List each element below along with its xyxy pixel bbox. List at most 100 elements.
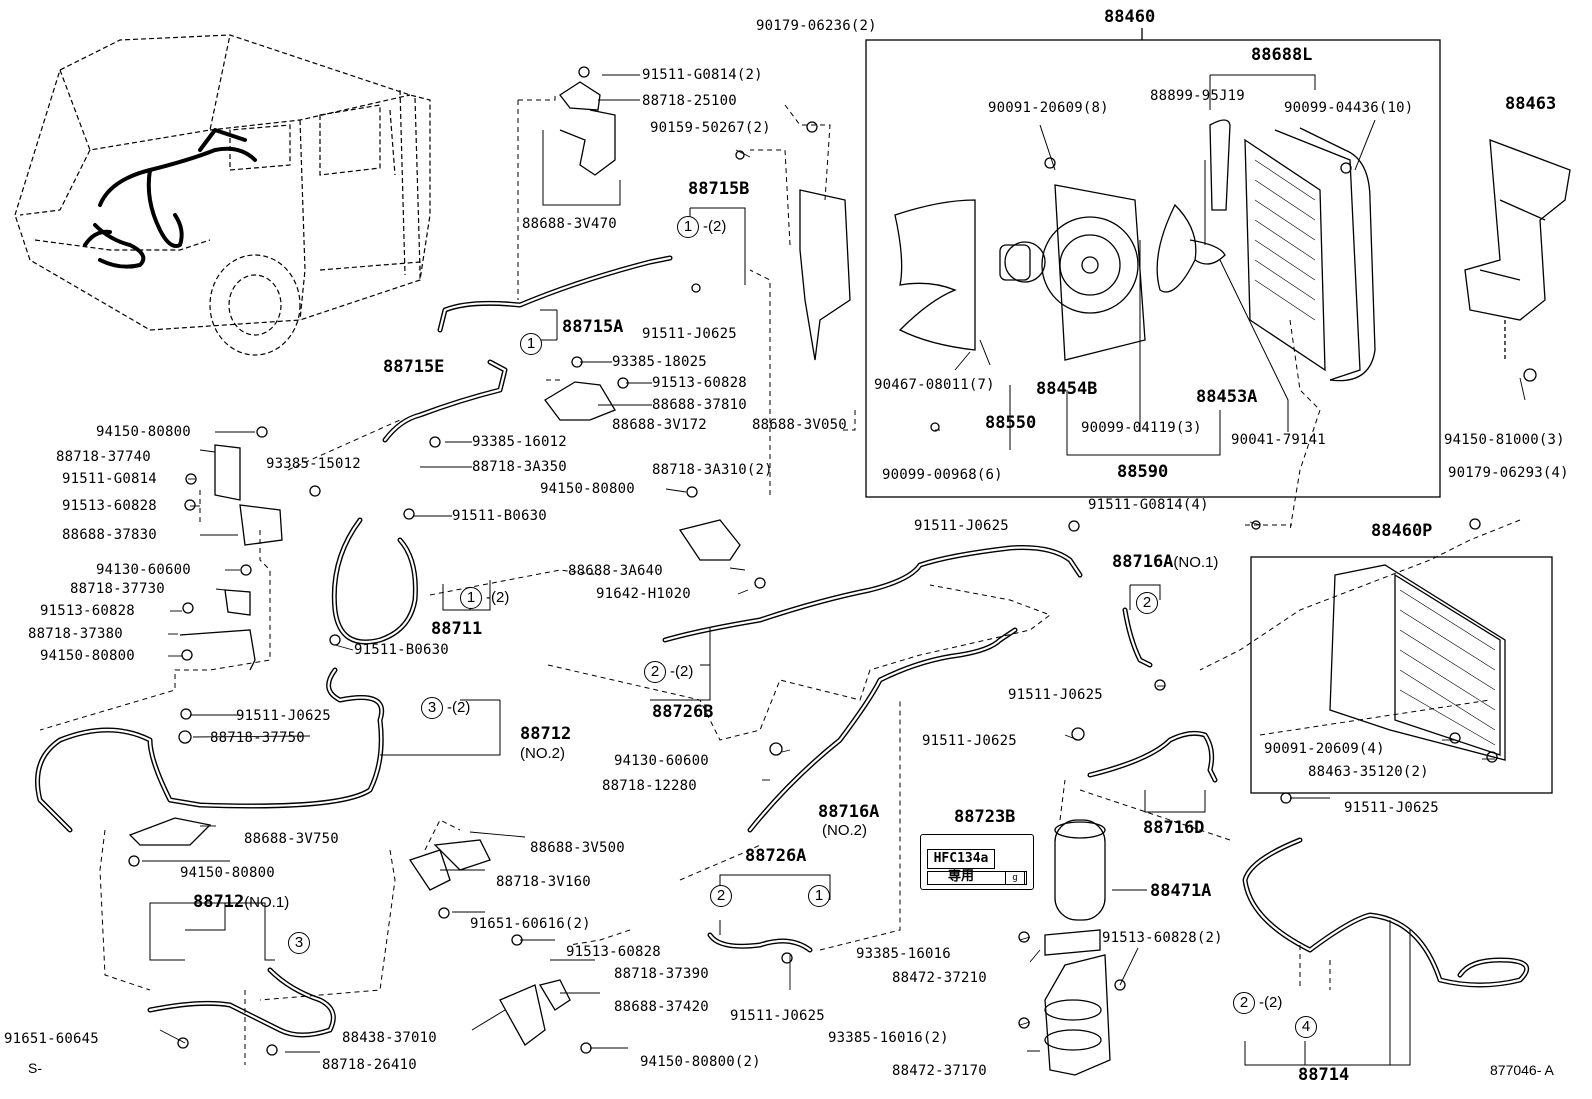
label-88471A: 88471A bbox=[1150, 881, 1212, 901]
label-90091-20609-4: 90091-20609(4) bbox=[1264, 741, 1385, 757]
label-88718-37390: 88718-37390 bbox=[614, 966, 709, 982]
pipes bbox=[35, 255, 1530, 1038]
label-91511-G0814-2: 91511-G0814(2) bbox=[642, 67, 763, 83]
label-88718-3V160: 88718-3V160 bbox=[496, 874, 591, 890]
label-88453A: 88453A bbox=[1196, 387, 1258, 407]
label-91651-60645: 91651-60645 bbox=[4, 1031, 99, 1047]
label-88716A-no2-note: (NO.2) bbox=[822, 822, 867, 839]
refrigerant-charge-row bbox=[927, 871, 1027, 885]
label-90179-06236: 90179-06236(2) bbox=[756, 18, 877, 34]
label-88472-37210: 88472-37210 bbox=[892, 970, 987, 986]
label-88463-35120: 88463-35120(2) bbox=[1308, 764, 1429, 780]
label-90099-04119: 90099-04119(3) bbox=[1081, 420, 1202, 436]
label-88712-no1-note: (NO.1) bbox=[244, 894, 290, 911]
label-88718-37730: 88718-37730 bbox=[70, 581, 165, 597]
label-88716A-no1-number: 88716A bbox=[1112, 552, 1174, 572]
label-91642-H1020: 91642-H1020 bbox=[596, 586, 691, 602]
label-91513-60828-2: 91513-60828(2) bbox=[1102, 930, 1223, 946]
dashed-leaders bbox=[39, 95, 1521, 1065]
label-94150-80800-2: 94150-80800(2) bbox=[640, 1054, 761, 1070]
label-88716A-no2: 88716A bbox=[818, 802, 880, 822]
label-88716D: 88716D bbox=[1143, 818, 1205, 838]
label-88688-3V750: 88688-3V750 bbox=[244, 831, 339, 847]
label-leaders bbox=[142, 74, 1526, 1053]
label-88712-no1-number: 88712 bbox=[193, 892, 245, 912]
label-88715B: 88715B bbox=[688, 179, 750, 199]
label-90159-50267: 90159-50267(2) bbox=[650, 120, 771, 136]
marker-qty-88715B: -(2) bbox=[703, 218, 727, 235]
label-93385-15012: 93385-15012 bbox=[266, 456, 361, 472]
label-90041-79141: 90041-79141 bbox=[1231, 432, 1326, 448]
marker-qty-88712-no2: -(2) bbox=[447, 699, 471, 716]
marker-1-88715A: 1 bbox=[520, 333, 542, 355]
label-93385-18025: 93385-18025 bbox=[612, 354, 707, 370]
label-88718-25100: 88718-25100 bbox=[642, 93, 737, 109]
label-88688-37830: 88688-37830 bbox=[62, 527, 157, 543]
label-91651-60616: 91651-60616(2) bbox=[470, 916, 591, 932]
refrigerant-type-text: HFC134a 専用 bbox=[927, 849, 995, 884]
label-94150-81000: 94150-81000(3) bbox=[1444, 432, 1565, 448]
label-88899-95J19: 88899-95J19 bbox=[1150, 88, 1245, 104]
label-91511-G0814: 91511-G0814 bbox=[62, 471, 157, 487]
label-88715A: 88715A bbox=[562, 317, 624, 337]
marker-qty-88714-value: (2) bbox=[1264, 994, 1283, 1011]
marker-qty-88715B-value: (2) bbox=[708, 218, 727, 235]
condenser-88460P bbox=[1250, 556, 1553, 794]
marker-qty-88714: -(2) bbox=[1259, 994, 1283, 1011]
label-90091-20609-8: 90091-20609(8) bbox=[988, 100, 1109, 116]
label-88716A-no1-note: (NO.1) bbox=[1173, 554, 1219, 571]
small-parts bbox=[128, 66, 1537, 1076]
label-88438-37010: 88438-37010 bbox=[342, 1030, 437, 1046]
marker-3-88712-no2: 3 bbox=[421, 697, 443, 719]
marker-4-88714: 4 bbox=[1295, 1016, 1317, 1038]
label-93385-16012: 93385-16012 bbox=[472, 434, 567, 450]
label-90179-06293: 90179-06293(4) bbox=[1448, 465, 1569, 481]
label-88472-37170: 88472-37170 bbox=[892, 1063, 987, 1079]
label-88688-3V172: 88688-3V172 bbox=[612, 417, 707, 433]
label-88454B: 88454B bbox=[1036, 379, 1098, 399]
pipes-inner bbox=[36, 256, 1528, 1037]
label-91511-B0630-b: 91511-B0630 bbox=[354, 642, 449, 658]
marker-2-88726A: 2 bbox=[710, 885, 732, 907]
marker-1-88711: 1 bbox=[460, 587, 482, 609]
marker-qty-88726B: -(2) bbox=[670, 663, 694, 680]
label-88463: 88463 bbox=[1505, 94, 1557, 114]
label-94150-80800-d: 94150-80800 bbox=[180, 865, 275, 881]
label-88688-3V470: 88688-3V470 bbox=[522, 216, 617, 232]
truck-harness bbox=[83, 128, 257, 269]
label-88460: 88460 bbox=[1104, 7, 1156, 27]
label-90099-00968: 90099-00968(6) bbox=[882, 467, 1003, 483]
label-91513-60828-c: 91513-60828 bbox=[40, 603, 135, 619]
label-88688-3A640: 88688-3A640 bbox=[568, 563, 663, 579]
label-88688-3V500: 88688-3V500 bbox=[530, 840, 625, 856]
marker-qty-88726B-value: (2) bbox=[675, 663, 694, 680]
label-88718-37750: 88718-37750 bbox=[210, 730, 305, 746]
marker-qty-88712-no2-value: (2) bbox=[452, 699, 471, 716]
frame-leaders bbox=[979, 74, 1376, 456]
label-91511-J0625-d: 91511-J0625 bbox=[236, 708, 331, 724]
label-88718-37380: 88718-37380 bbox=[28, 626, 123, 642]
marker-qty-88711: -(2) bbox=[486, 589, 510, 606]
label-88688L: 88688L bbox=[1251, 45, 1313, 65]
label-91511-J0625-e: 91511-J0625 bbox=[922, 733, 1017, 749]
label-94130-60600-b: 94130-60600 bbox=[614, 753, 709, 769]
marker-qty-88711-value: (2) bbox=[491, 589, 510, 606]
marker-2-88714: 2 bbox=[1233, 992, 1255, 1014]
label-88718-3A350: 88718-3A350 bbox=[472, 459, 567, 475]
label-88712-no2: 88712 bbox=[520, 724, 572, 744]
label-91511-J0625-b: 91511-J0625 bbox=[914, 518, 1009, 534]
label-88590: 88590 bbox=[1117, 462, 1169, 482]
label-88726A: 88726A bbox=[745, 846, 807, 866]
label-91511-G0814-4: 91511-G0814(4) bbox=[1088, 497, 1209, 513]
label-88718-26410: 88718-26410 bbox=[322, 1057, 417, 1073]
label-94150-80800-a: 94150-80800 bbox=[96, 424, 191, 440]
label-91511-B0630-a: 91511-B0630 bbox=[452, 508, 547, 524]
label-88714: 88714 bbox=[1298, 1065, 1350, 1085]
label-88718-3A310: 88718-3A310(2) bbox=[652, 462, 773, 478]
label-93385-16016-2: 93385-16016(2) bbox=[828, 1030, 949, 1046]
illustration-number: 877046- A bbox=[1490, 1062, 1554, 1078]
marker-2-88726B: 2 bbox=[644, 661, 666, 683]
label-91511-J0625-a: 91511-J0625 bbox=[642, 326, 737, 342]
